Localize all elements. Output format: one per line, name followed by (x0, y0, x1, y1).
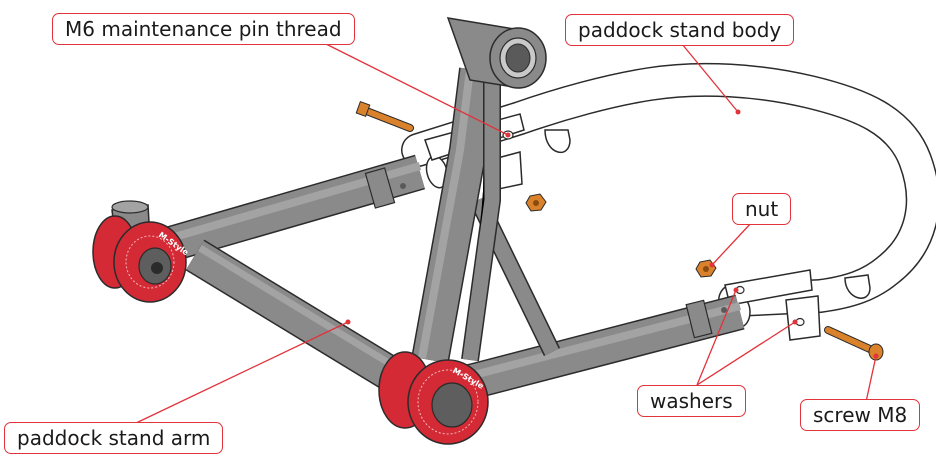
nut (695, 259, 717, 278)
leader-stand-arm (133, 321, 349, 425)
callout-pin-thread: M6 maintenance pin thread (52, 13, 355, 45)
leader-pin-thread (321, 41, 509, 136)
callout-stand-arm: paddock stand arm (4, 422, 224, 454)
upper-nut (525, 193, 547, 212)
leader-screw (865, 355, 877, 403)
handle-bushing (446, 17, 547, 89)
callout-nut: nut (732, 193, 792, 225)
leader-nut (711, 221, 753, 266)
leader-stand-body (681, 43, 739, 113)
leader-washers-2 (696, 321, 796, 386)
callout-stand-body: paddock stand body (565, 14, 795, 46)
leader-washers-1 (696, 289, 737, 386)
callout-washers: washers (637, 385, 746, 417)
right-wheel: M-Style (378, 351, 489, 445)
callout-screw: screw M8 (800, 399, 921, 431)
leader-lines (133, 41, 877, 425)
upper-screw (355, 101, 414, 132)
leader-dots (345, 109, 879, 359)
screw-m8 (824, 326, 884, 361)
